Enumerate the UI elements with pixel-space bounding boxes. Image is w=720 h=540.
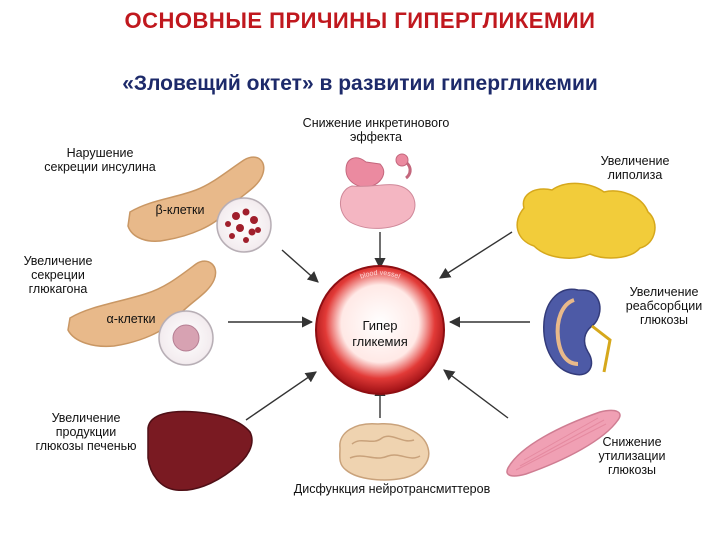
page-title: ОСНОВНЫЕ ПРИЧИНЫ ГИПЕРГЛИКЕМИИ bbox=[124, 8, 596, 33]
label-lipolysis: Увеличение липолиза bbox=[600, 154, 670, 182]
label-beta-cells: β-клетки bbox=[155, 203, 205, 217]
arrow-liver bbox=[245, 371, 317, 421]
beta-cell-granules bbox=[225, 208, 261, 243]
muscle-image bbox=[506, 409, 621, 477]
label-incretin: Снижение инкретинового эффекта bbox=[302, 116, 450, 144]
label-glucagon-secretion: Увеличение секреции глюкагона bbox=[23, 254, 93, 296]
alpha-cell-nucleus bbox=[172, 324, 200, 352]
pancreas-beta-image bbox=[127, 156, 265, 242]
label-neurotransmitter: Дисфункция нейротрансмиттеров bbox=[293, 482, 491, 496]
beta-cell-image bbox=[216, 197, 272, 253]
arrow-muscle bbox=[443, 369, 509, 419]
page-subtitle: «Зловещий октет» в развитии гипергликеми… bbox=[122, 72, 598, 95]
fat-tissue-image bbox=[516, 182, 656, 259]
label-utilization: Снижение утилизации глюкозы bbox=[598, 435, 666, 477]
label-alpha-cells: α-клетки bbox=[106, 312, 156, 326]
hyperglycemia-center: blood vessel Гипер гликемия bbox=[315, 265, 445, 395]
label-insulin-secretion: Нарушение секреции инсулина bbox=[44, 146, 156, 174]
pancreas-alpha-image bbox=[67, 260, 217, 348]
kidney-image bbox=[543, 288, 612, 376]
arrow-lipolysis bbox=[439, 231, 513, 279]
brain-image bbox=[339, 423, 430, 481]
arrow-beta-cells bbox=[281, 249, 319, 283]
liver-image bbox=[147, 410, 253, 492]
center-label-line2: гликемия bbox=[352, 334, 408, 349]
gi-tract-image bbox=[340, 153, 416, 229]
label-reabsorption: Увеличение реабсорбции глюкозы bbox=[625, 285, 703, 327]
arrows bbox=[228, 231, 530, 421]
blood-vessel-ring-label: blood vessel bbox=[359, 270, 401, 281]
label-liver-glucose: Увеличение продукции глюкозы печенью bbox=[35, 411, 137, 453]
center-label-line1: Гипер bbox=[362, 318, 397, 333]
